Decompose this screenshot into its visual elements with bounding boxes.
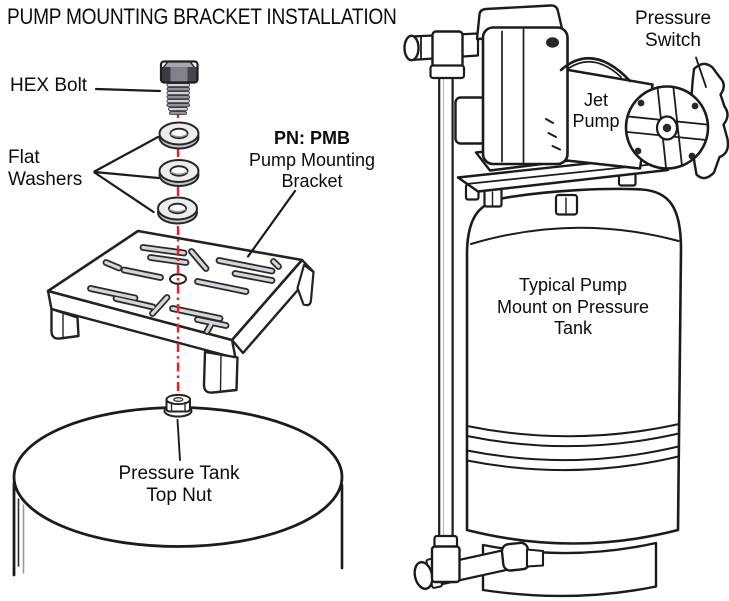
bracket-drawing xyxy=(46,229,315,394)
pressure-switch-label: Pressure Switch xyxy=(628,8,718,53)
washer-2 xyxy=(158,159,200,187)
tank-nut-line2: Top Nut xyxy=(146,485,212,507)
piping-top-drawing xyxy=(403,30,480,550)
washer-3 xyxy=(157,196,198,225)
jet-pump-drawing xyxy=(454,4,729,180)
part-number: PN: PMB xyxy=(274,128,350,148)
pressure-switch-leader xyxy=(695,56,707,88)
part-name-line2: Bracket xyxy=(281,171,343,192)
tank-nut-line1: Pressure Tank xyxy=(118,463,240,484)
nut-leader xyxy=(176,419,181,461)
caption-line2: Mount on Pressure xyxy=(496,296,650,317)
assembled-view-caption: Typical Pump Mount on Pressure Tank xyxy=(478,275,668,340)
page-title: PUMP MOUNTING BRACKET INSTALLATION xyxy=(7,4,397,29)
washer-leader-2 xyxy=(93,170,160,180)
bracket-part-label: PN: PMB Pump Mounting Bracket xyxy=(232,128,392,193)
pressure-switch-line1: Pressure xyxy=(634,8,712,29)
hex-bolt-leader xyxy=(94,87,162,93)
tank-drawing xyxy=(465,187,683,598)
tank-top-nut-label: Pressure Tank Top Nut xyxy=(100,463,258,508)
part-name-line1: Pump Mounting xyxy=(248,149,376,170)
assembled-view-figure xyxy=(403,4,729,598)
caption-line1: Typical Pump xyxy=(518,275,628,295)
caption-line3: Tank xyxy=(553,318,593,339)
motor-end-cap xyxy=(624,85,710,170)
tank-top-nut-drawing xyxy=(163,393,193,418)
piping-bottom-drawing xyxy=(413,541,545,590)
flat-washers-line1: Flat xyxy=(8,147,40,168)
flat-washers-drawing xyxy=(157,121,200,225)
bracket-leader xyxy=(246,189,297,258)
leader-lines-left xyxy=(93,87,297,461)
bracket-slots xyxy=(87,244,282,335)
flat-washers-label: Flat Washers xyxy=(8,147,82,192)
flat-washers-line2: Washers xyxy=(8,169,83,191)
washer-1 xyxy=(158,121,200,150)
exploded-view-figure xyxy=(12,60,344,577)
washer-leader-3 xyxy=(93,171,155,214)
jet-pump-label: Jet Pump xyxy=(558,90,634,132)
washer-leader-1 xyxy=(93,135,160,173)
hex-bolt-drawing xyxy=(159,60,199,115)
pressure-switch-line2: Switch xyxy=(645,30,701,52)
jet-pump-line2: Pump xyxy=(572,111,620,132)
hex-bolt-label: HEX Bolt xyxy=(10,75,88,96)
jet-pump-line1: Jet xyxy=(583,90,608,110)
